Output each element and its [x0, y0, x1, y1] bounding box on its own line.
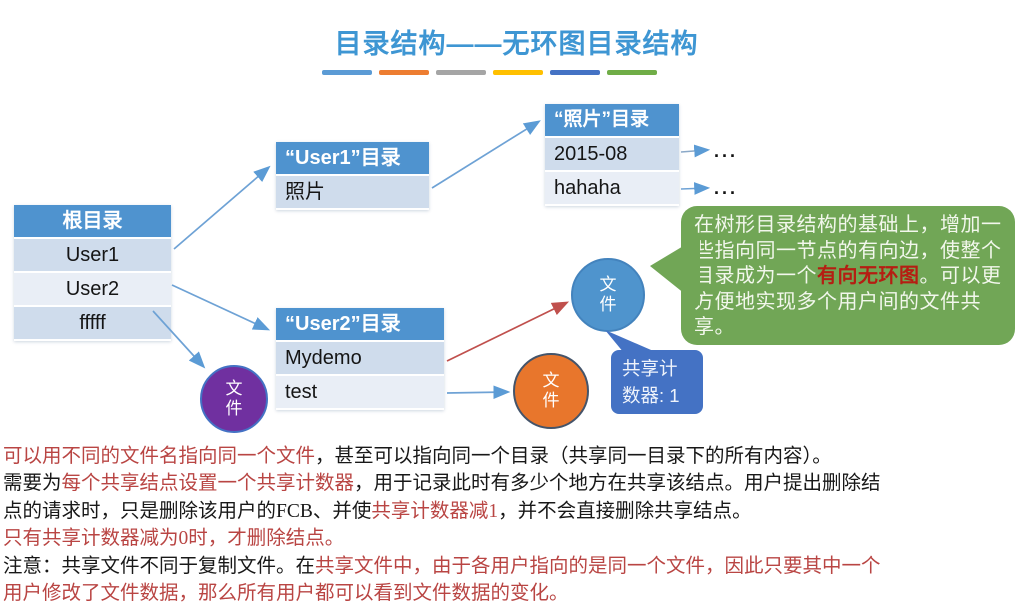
plain-text: 。可以更方便地实现多个用户间的文件共享。	[694, 265, 1002, 338]
note-line: 可以用不同的文件名指向同一个文件，甚至可以指向同一个目录（共享同一目录下的所有内…	[3, 443, 1031, 470]
arrow-user2-to-user2dir	[171, 284, 271, 331]
plain-text: 点的请求时，只是删除该用户的FCB、并使	[3, 500, 372, 522]
plain-text: 需要为	[3, 473, 62, 495]
plain-text: ，甚至可以指向同一个目录（共享同一目录下的所有内容）。	[315, 446, 832, 467]
ellipsis-bottom: ...	[714, 178, 739, 198]
table-row-test: test	[276, 376, 444, 410]
user1-directory-table: “User1”目录 照片	[276, 142, 429, 210]
table-row-photos: 照片	[276, 176, 429, 210]
file-circle-blue: 文件	[571, 258, 645, 332]
note-line: 点的请求时，只是删除该用户的FCB、并使共享计数器减1，并不会直接删除共享结点。	[3, 498, 1031, 525]
emphasis-text: 只有共享计数器减为0时，才删除结点。	[3, 528, 345, 550]
accent-bar	[493, 70, 543, 75]
photo-directory-table: “照片”目录 2015-08 hahaha	[545, 104, 679, 206]
plain-text: ，并不会直接删除共享结点。	[498, 500, 752, 522]
page-title: 目录结构——无环图目录结构	[334, 29, 699, 59]
share-counter-line1: 共享计	[622, 358, 678, 379]
explanation-speech-bubble: 在树形目录结构的基础上，增加一些指向同一节点的有向边，使整个目录成为一个有向无环…	[681, 206, 1015, 345]
file-circle-orange: 文件	[513, 353, 589, 429]
arrow-photos-to-photodir	[431, 120, 541, 189]
photo-directory-header: “照片”目录	[545, 104, 679, 138]
note-line: 需要为每个共享结点设置一个共享计数器，用于记录此时有多少个地方在共享该结点。用户…	[3, 470, 1031, 497]
root-directory-table: 根目录 User1 User2 fffff	[14, 205, 171, 341]
arrow-test-to-orange-file	[446, 385, 511, 400]
user2-directory-table: “User2”目录 Mydemo test	[276, 308, 444, 410]
emphasis-text: 用户修改了文件数据，那么所有用户都可以看到文件数据的变化。	[3, 583, 569, 605]
accent-bar	[322, 70, 372, 75]
share-counter-line2: 数器: 1	[622, 385, 680, 406]
table-row-2015-08: 2015-08	[545, 138, 679, 172]
root-directory-header: 根目录	[14, 205, 171, 239]
file-circle-label: 文件	[542, 371, 560, 410]
table-row-user2: User2	[14, 273, 171, 307]
accent-bar	[550, 70, 600, 75]
accent-bar	[379, 70, 429, 75]
emphasis-text: 共享计数器减1	[371, 500, 499, 522]
share-counter-callout: 共享计 数器: 1	[611, 350, 703, 414]
ellipsis-top: ...	[714, 141, 739, 161]
arrow-user1-to-user1dir	[173, 165, 271, 250]
emphasis-text: 有向无环图	[817, 265, 920, 287]
note-line: 用户修改了文件数据，那么所有用户都可以看到文件数据的变化。	[3, 580, 1031, 605]
arrow-hahaha-to-ellipsis	[680, 182, 711, 195]
notes-block: 可以用不同的文件名指向同一个文件，甚至可以指向同一个目录（共享同一目录下的所有内…	[3, 443, 1031, 605]
table-row-mydemo: Mydemo	[276, 342, 444, 376]
emphasis-text: 每个共享结点设置一个共享计数器	[61, 473, 355, 495]
table-row-user1: User1	[14, 239, 171, 273]
title-accent-bars	[322, 70, 657, 75]
emphasis-text: 共享文件中，由于各用户指向的是同一个文件，因此只要其中一个	[315, 555, 881, 577]
plain-text: 在树形目录结构的基础上，增加一些指向同一节点的有向边，使整个目录成为一个	[694, 214, 1002, 287]
note-line: 只有共享计数器减为0时，才删除结点。	[3, 525, 1031, 552]
file-circle-purple: 文件	[200, 365, 268, 433]
arrow-2015-08-to-ellipsis	[680, 144, 711, 158]
table-row-fffff: fffff	[14, 307, 171, 341]
user1-directory-header: “User1”目录	[276, 142, 429, 176]
emphasis-text: 可以用不同的文件名指向同一个文件	[3, 446, 316, 467]
plain-text: 注意：共享文件不同于复制文件。在	[3, 555, 316, 577]
file-circle-label: 文件	[599, 275, 617, 314]
note-line: 注意：共享文件不同于复制文件。在共享文件中，由于各用户指向的是同一个文件，因此只…	[3, 553, 1031, 580]
table-row-hahaha: hahaha	[545, 172, 679, 206]
accent-bar	[436, 70, 486, 75]
bubble-text: 在树形目录结构的基础上，增加一些指向同一节点的有向边，使整个目录成为一个有向无环…	[694, 213, 1003, 341]
accent-bar	[607, 70, 657, 75]
user2-directory-header: “User2”目录	[276, 308, 444, 342]
plain-text: ，用于记录此时有多少个地方在共享该结点。用户提出删除结	[354, 473, 881, 495]
file-circle-label: 文件	[225, 379, 243, 418]
